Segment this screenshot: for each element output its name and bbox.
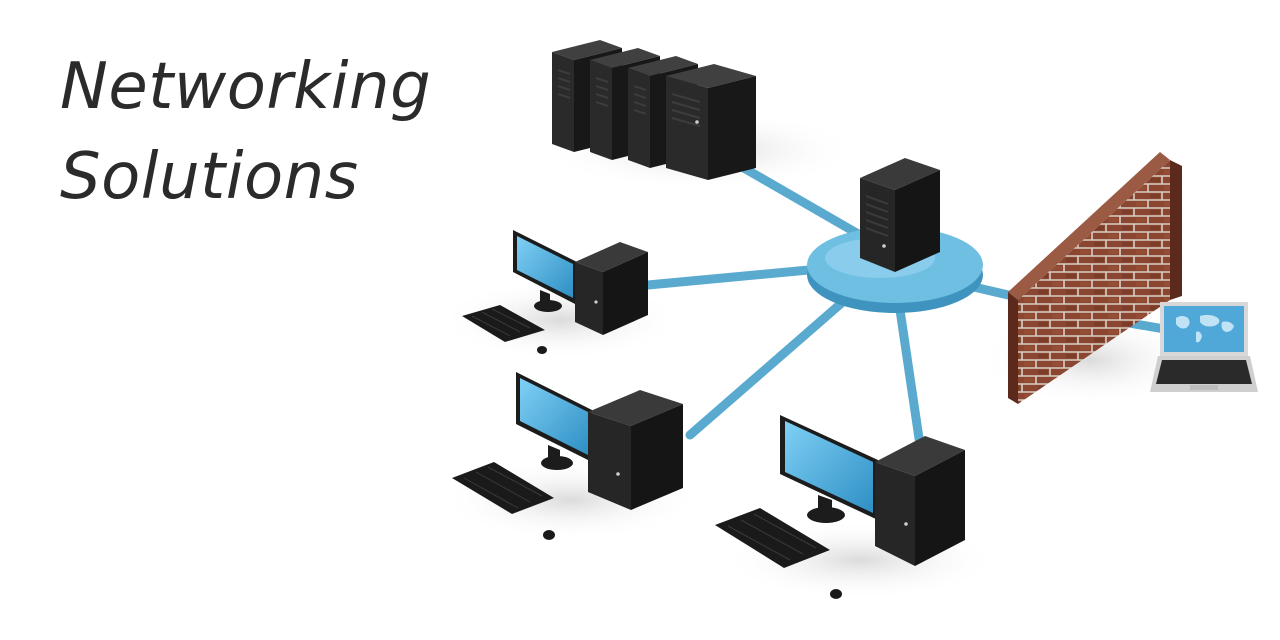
laptop-icon [1150, 302, 1258, 392]
central-server-icon [860, 158, 940, 272]
